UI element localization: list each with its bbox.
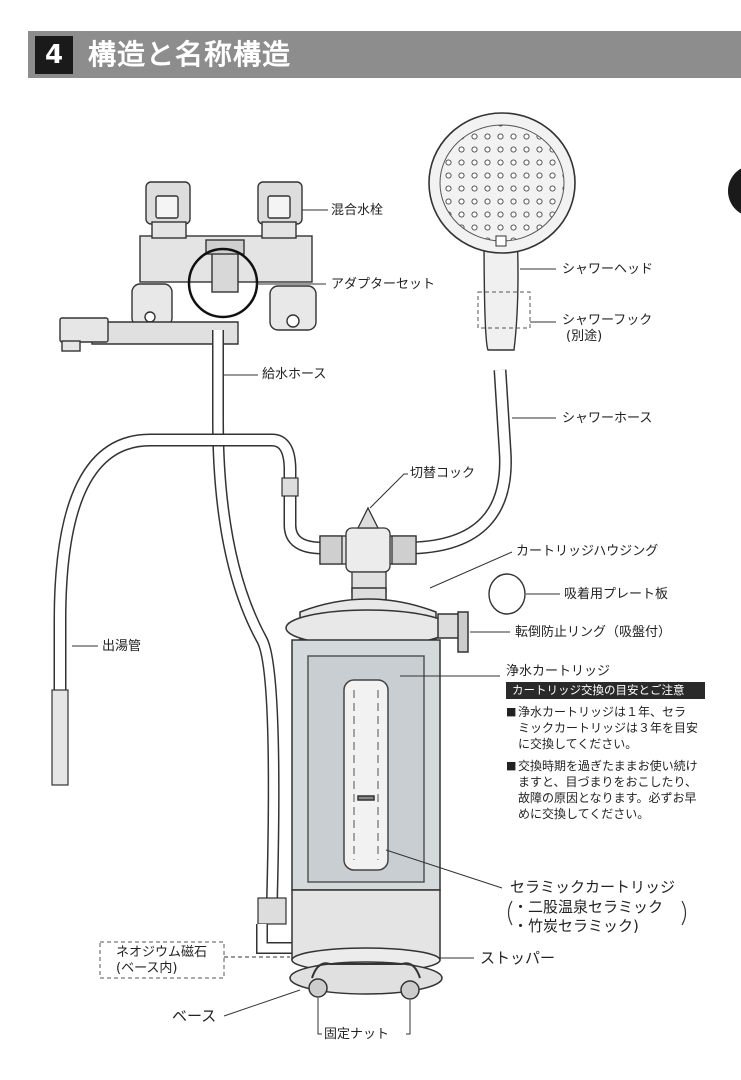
section-title: 構造と名称構造: [88, 38, 292, 71]
label-neodymium-note: (ベース内): [116, 961, 178, 976]
label-shower-hose: シャワーホース: [562, 411, 653, 426]
label-shower-head: シャワーヘッド: [562, 262, 654, 277]
label-housing: カートリッジハウジング: [516, 544, 659, 559]
cartridge-housing: [285, 587, 469, 1000]
label-ceramic-type-1: ・二股温泉セラミック: [513, 898, 664, 916]
label-faucet: 混合水栓: [331, 203, 384, 218]
label-base: ベース: [172, 1007, 217, 1025]
shower-head: [428, 112, 576, 351]
label-stopper: ストッパー: [480, 949, 556, 967]
notice-text-2: 交換時期を過ぎたままお使い続け ますと、目づまりをおこしたり、 故障の原因となり…: [518, 759, 698, 821]
label-ceramic-cartridge: セラミックカートリッジ: [510, 878, 676, 896]
section-header: 4 構造と名称構造: [28, 31, 741, 78]
label-supply-hose: 給水ホース: [262, 367, 327, 382]
notice-item-2: ■ 交換時期を過ぎたままお使い続け ますと、目づまりをおこしたり、 故障の原因と…: [506, 758, 698, 822]
label-outlet-pipe: 出湯管: [102, 639, 142, 654]
label-suction-plate: 吸着用プレート板: [564, 587, 669, 602]
label-switch-cock: 切替コック: [410, 466, 476, 481]
notice-bullet-1: ■: [506, 705, 517, 718]
label-filter-cartridge: 浄水カートリッジ: [506, 664, 611, 679]
notice-item-1: ■ 浄水カートリッジは１年、セラ ミックカートリッジは３年を目安 に交換してくだ…: [506, 704, 698, 752]
switch-cock: [319, 506, 417, 593]
section-number: 4: [35, 36, 73, 74]
label-neodymium: ネオジウム磁石: [116, 945, 208, 960]
label-anti-tip-ring: 転倒防止リング（吸盤付）: [515, 625, 672, 640]
label-shower-hook-note: (別途): [566, 329, 603, 344]
mixing-faucet: [59, 181, 317, 352]
label-ceramic-type-2: ・竹炭セラミック): [513, 917, 639, 935]
notice-text-1: 浄水カートリッジは１年、セラ ミックカートリッジは３年を目安 に交換してください…: [518, 705, 699, 751]
side-tab-marker: [728, 165, 741, 217]
label-adapter-set: アダプターセット: [331, 277, 436, 292]
notice-heading: カートリッジ交換の目安とご注意: [506, 682, 705, 699]
label-fixing-nut: 固定ナット: [324, 1027, 390, 1042]
label-shower-hook: シャワーフック: [562, 313, 653, 328]
notice-bullet-2: ■: [506, 759, 517, 772]
